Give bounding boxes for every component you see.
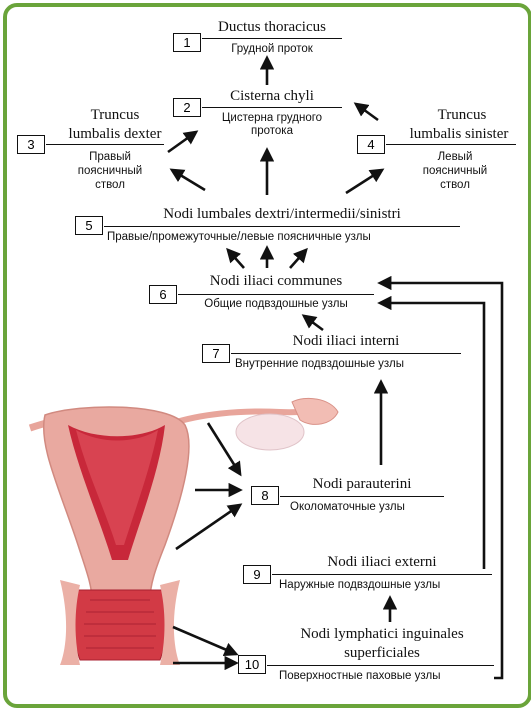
node-10-underline	[267, 665, 494, 666]
node-1-russian: Грудной проток	[231, 43, 313, 55]
arrow-3-to-2	[167, 130, 199, 154]
node-10-latin-line2: superficiales	[344, 645, 420, 661]
node-1-underline	[202, 38, 342, 39]
node-9-russian: Наружные подвздошные узлы	[279, 579, 441, 591]
node-3-underline	[46, 144, 164, 145]
arrow-uterus-to-10-a	[172, 625, 239, 657]
node-3-russian-line1: Правый	[89, 151, 131, 163]
node-3-latin-line2: lumbalis dexter	[68, 126, 162, 142]
line-10-to-6	[377, 275, 504, 680]
node-4-latin-line1: Truncus	[437, 107, 487, 123]
node-5-number: 5	[75, 216, 103, 235]
node-8-underline	[280, 496, 444, 497]
node-9-number: 9	[243, 565, 271, 584]
node-7-latin: Nodi iliaci interni	[292, 333, 400, 349]
node-4-latin-line2: lumbalis sinister	[409, 126, 509, 142]
node-2-underline	[202, 107, 342, 108]
node-8-number: 8	[251, 486, 279, 505]
arrow-4-to-2	[353, 102, 379, 122]
node-2-latin: Cisterna chyli	[230, 88, 314, 104]
arrow-6-to-5-left	[226, 247, 245, 269]
node-10-latin-line1: Nodi lymphatici inguinales	[300, 626, 464, 642]
node-9-underline	[272, 574, 492, 575]
node-6-number: 6	[149, 285, 177, 304]
node-10-russian: Поверхностные паховые узлы	[279, 670, 441, 682]
node-6-latin: Nodi iliaci communes	[209, 273, 343, 289]
node-4-underline	[386, 144, 516, 145]
node-2-number: 2	[173, 98, 201, 117]
ovary	[235, 413, 305, 451]
node-3-russian-line2: поясничный	[77, 165, 143, 177]
node-4-russian-line3: ствол	[440, 179, 470, 191]
node-6-russian: Общие подвздошные узлы	[204, 298, 348, 310]
node-4-russian-line1: Левый	[437, 151, 473, 163]
arrow-uterus-to-8-c	[175, 503, 243, 551]
fimbriae	[291, 397, 339, 425]
arrow-5-to-4	[345, 168, 385, 195]
node-9-latin: Nodi iliaci externi	[327, 554, 437, 570]
node-2-russian-line2: протока	[251, 125, 293, 137]
node-3-number: 3	[17, 135, 45, 154]
node-6-underline	[178, 294, 374, 295]
node-4-number: 4	[357, 135, 385, 154]
node-7-russian: Внутренние подвздошные узлы	[235, 358, 405, 370]
node-4-russian-line2: поясничный	[422, 165, 488, 177]
arrow-5-to-3	[169, 168, 206, 192]
node-7-number: 7	[202, 344, 230, 363]
node-5-russian: Правые/промежуточные/левые поясничные уз…	[107, 231, 371, 243]
arrow-7-to-6	[301, 314, 324, 332]
node-8-russian: Околоматочные узлы	[290, 501, 405, 513]
node-1-latin: Ductus thoracicus	[218, 19, 326, 35]
node-7-underline	[231, 353, 461, 354]
node-2-russian-line1: Цистерна грудного	[221, 112, 323, 124]
node-8-latin: Nodi parauterini	[312, 476, 412, 492]
node-1-number: 1	[173, 33, 201, 52]
node-3-russian-line3: ствол	[95, 179, 125, 191]
arrow-6-to-5-right	[289, 247, 308, 269]
node-5-latin: Nodi lumbales dextri/intermedii/sinistri	[163, 206, 401, 222]
node-3-latin-line1: Truncus	[90, 107, 140, 123]
node-10-number: 10	[238, 655, 266, 674]
arrow-uterus-to-8-a	[206, 422, 242, 477]
line-9-to-6	[377, 295, 486, 569]
node-5-underline	[104, 226, 460, 227]
